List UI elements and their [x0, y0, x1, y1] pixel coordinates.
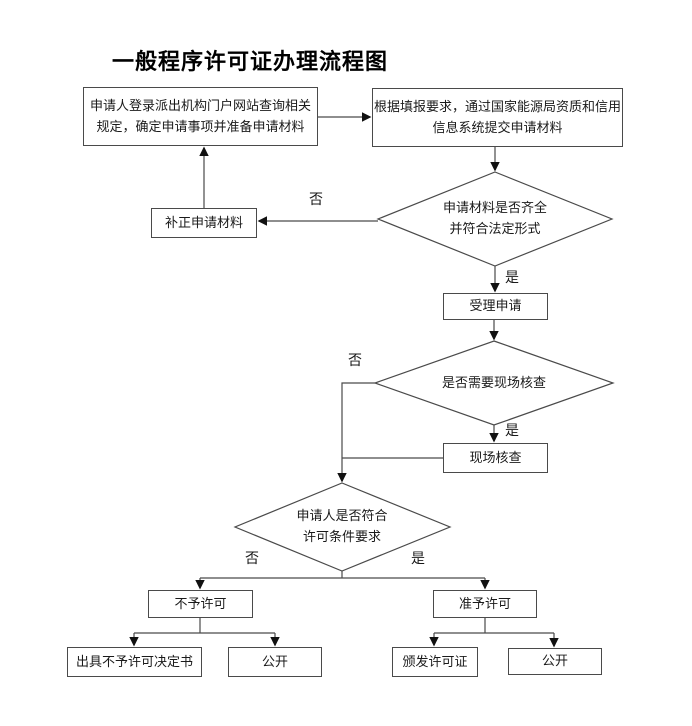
branch-label-onsite-yes: 是 — [505, 422, 519, 438]
node-issue-license: 颁发许可证 — [392, 647, 478, 677]
decision-meets-conditions-shape — [233, 482, 452, 572]
node-submit-materials: 根据填报要求，通过国家能源局资质和信用 信息系统提交申请材料 — [372, 88, 623, 147]
node-onsite-verification: 现场核查 — [443, 443, 548, 473]
node-accept-application: 受理申请 — [443, 293, 548, 320]
node-deny-license: 不予许可 — [148, 590, 253, 618]
node-correct-materials: 补正申请材料 — [151, 208, 257, 238]
node-publicize-deny: 公开 — [228, 647, 322, 677]
connector-onsite-no-to-conditions-check — [337, 382, 375, 483]
page-title: 一般程序许可证办理流程图 — [112, 49, 389, 74]
branch-label-onsite-no: 否 — [348, 352, 362, 368]
decision-materials-complete-shape — [376, 171, 614, 267]
branch-label-conditions-no: 否 — [245, 550, 259, 566]
node-portal-lookup: 申请人登录派出机构门户网站查询相关 规定，确定申请事项并准备申请材料 — [83, 87, 318, 146]
node-deny-decision-letter: 出具不予许可决定书 — [67, 647, 202, 677]
node-grant-license: 准予许可 — [433, 590, 537, 618]
branch-label-conditions-yes: 是 — [411, 550, 425, 566]
branch-label-materials-yes: 是 — [505, 269, 519, 285]
branch-label-materials-no: 否 — [309, 191, 323, 207]
node-publicize-grant: 公开 — [508, 648, 602, 675]
decision-need-onsite-shape — [373, 340, 615, 426]
